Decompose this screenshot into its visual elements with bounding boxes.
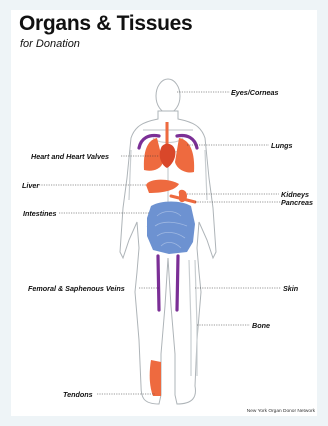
body-illustration — [11, 10, 317, 416]
intestines — [147, 202, 195, 255]
label-lungs: Lungs — [271, 141, 293, 150]
label-eyes-corneas: Eyes/Corneas — [231, 88, 279, 97]
label-intestines: Intestines — [23, 209, 57, 218]
label-pancreas: Pancreas — [281, 198, 313, 207]
diagram-panel: Organs & Tissues for Donation — [11, 10, 317, 416]
femoral-vein-left — [158, 256, 159, 310]
label-skin: Skin — [283, 284, 298, 293]
label-veins: Femoral & Saphenous Veins — [28, 284, 125, 293]
credit-text: New York Organ Donor Network — [247, 409, 315, 414]
label-heart: Heart and Heart Valves — [31, 152, 109, 161]
label-bone: Bone — [252, 321, 270, 330]
head — [156, 79, 180, 113]
label-tendons: Tendons — [63, 390, 93, 399]
tendons — [150, 360, 161, 396]
label-liver: Liver — [22, 181, 39, 190]
femoral-vein-right — [177, 256, 178, 310]
